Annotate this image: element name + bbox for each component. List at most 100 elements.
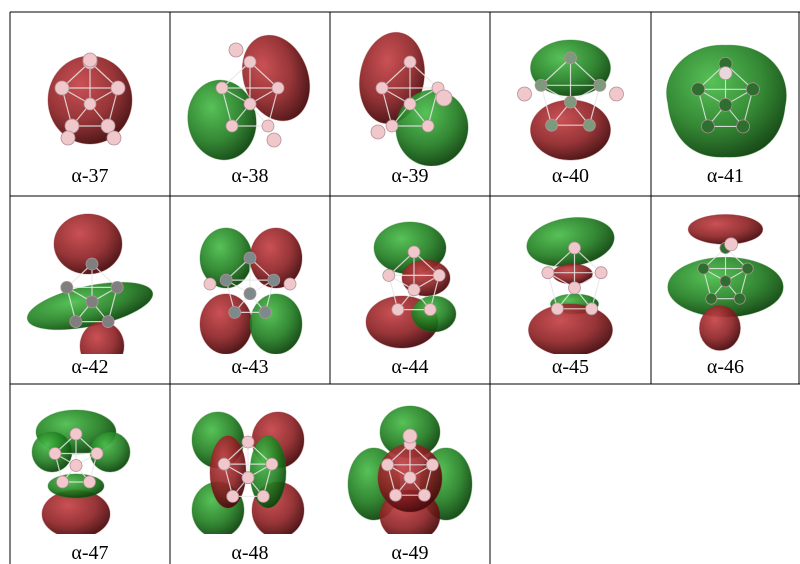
bond	[540, 57, 571, 86]
orbital-cell: α-40	[490, 12, 651, 196]
atom	[403, 97, 417, 111]
atom	[697, 262, 710, 275]
atom	[385, 119, 399, 133]
atom	[718, 98, 733, 112]
orbital-cell: α-42	[10, 196, 170, 384]
orbital-isosurface	[517, 39, 624, 161]
positive-lobe	[199, 293, 253, 354]
atom	[83, 475, 96, 489]
bond	[427, 87, 439, 127]
negative-lobe	[89, 431, 131, 473]
atom	[701, 119, 715, 134]
atom	[90, 447, 104, 460]
atom	[69, 427, 83, 441]
atom	[389, 488, 402, 502]
atom	[564, 51, 577, 65]
orbital-label: α-37	[71, 165, 109, 187]
positive-lobe	[530, 99, 611, 161]
atom	[609, 86, 624, 102]
orbital-isosurface	[358, 31, 469, 166]
orbital-isosurface	[47, 52, 133, 146]
atom	[718, 66, 733, 81]
atom	[391, 303, 405, 316]
atom	[594, 266, 608, 280]
atom	[745, 82, 760, 97]
orbital-isosurface	[365, 221, 457, 349]
orbital-label: α-45	[551, 356, 590, 378]
atom	[691, 82, 706, 97]
atom	[215, 81, 229, 95]
atom	[517, 86, 532, 102]
atom	[110, 80, 126, 96]
atom	[370, 124, 386, 140]
orbital-label: α-46	[706, 356, 745, 378]
atom	[83, 97, 97, 111]
orbital-cell: α-47	[10, 384, 170, 564]
orbital-isosurface	[199, 227, 303, 354]
atom	[106, 130, 122, 146]
atom	[403, 471, 417, 484]
bond	[570, 57, 601, 86]
orbital-isosurface	[347, 405, 473, 534]
atom	[583, 118, 596, 132]
atom	[228, 42, 244, 58]
atom	[271, 81, 285, 95]
atom	[568, 241, 581, 255]
atom	[48, 447, 62, 460]
atom	[69, 459, 83, 472]
atom	[228, 306, 242, 319]
atom	[705, 292, 718, 305]
atom	[60, 281, 74, 294]
atom	[435, 89, 453, 107]
atom	[101, 315, 115, 328]
atom	[381, 458, 394, 472]
orbital-cell: α-38	[170, 12, 330, 196]
bond	[381, 87, 393, 127]
negative-lobe	[187, 79, 257, 161]
atom	[56, 475, 69, 489]
orbital-isosurface	[666, 44, 787, 158]
atom	[741, 262, 754, 275]
atom	[241, 435, 255, 449]
bond	[540, 85, 553, 126]
atom	[733, 292, 746, 305]
atom	[54, 80, 70, 96]
positive-lobe	[53, 213, 123, 275]
orbital-label: α-44	[391, 356, 429, 378]
negative-lobe	[47, 473, 105, 499]
atom	[283, 277, 297, 291]
atom	[225, 119, 239, 133]
orbital-label: α-41	[706, 165, 745, 187]
atom	[243, 97, 257, 111]
atom	[241, 471, 255, 485]
atom	[534, 78, 548, 92]
orbital-cell: α-48	[170, 384, 330, 564]
atom	[418, 488, 431, 502]
orbital-label: α-49	[391, 542, 429, 564]
positive-lobe	[528, 303, 613, 354]
atom	[243, 251, 257, 265]
orbital-label: α-42	[71, 356, 109, 378]
atom	[568, 281, 581, 295]
orbital-cell: α-37	[10, 12, 170, 196]
atom	[69, 315, 83, 328]
atom	[243, 287, 257, 301]
atom	[719, 275, 732, 288]
orbital-label: α-48	[231, 542, 269, 564]
atom	[258, 306, 272, 319]
positive-lobe	[698, 305, 741, 351]
orbital-label: α-38	[231, 165, 269, 187]
atom	[403, 55, 417, 69]
orbital-label: α-43	[231, 356, 269, 378]
atom	[736, 119, 750, 134]
atom	[407, 245, 421, 259]
atom	[423, 303, 437, 316]
orbital-isosurface	[526, 216, 615, 354]
atom	[266, 132, 282, 148]
atom	[60, 130, 76, 146]
orbital-cell: α-49	[330, 384, 490, 564]
atom	[724, 237, 738, 252]
atom	[217, 457, 231, 471]
atom	[219, 273, 233, 287]
